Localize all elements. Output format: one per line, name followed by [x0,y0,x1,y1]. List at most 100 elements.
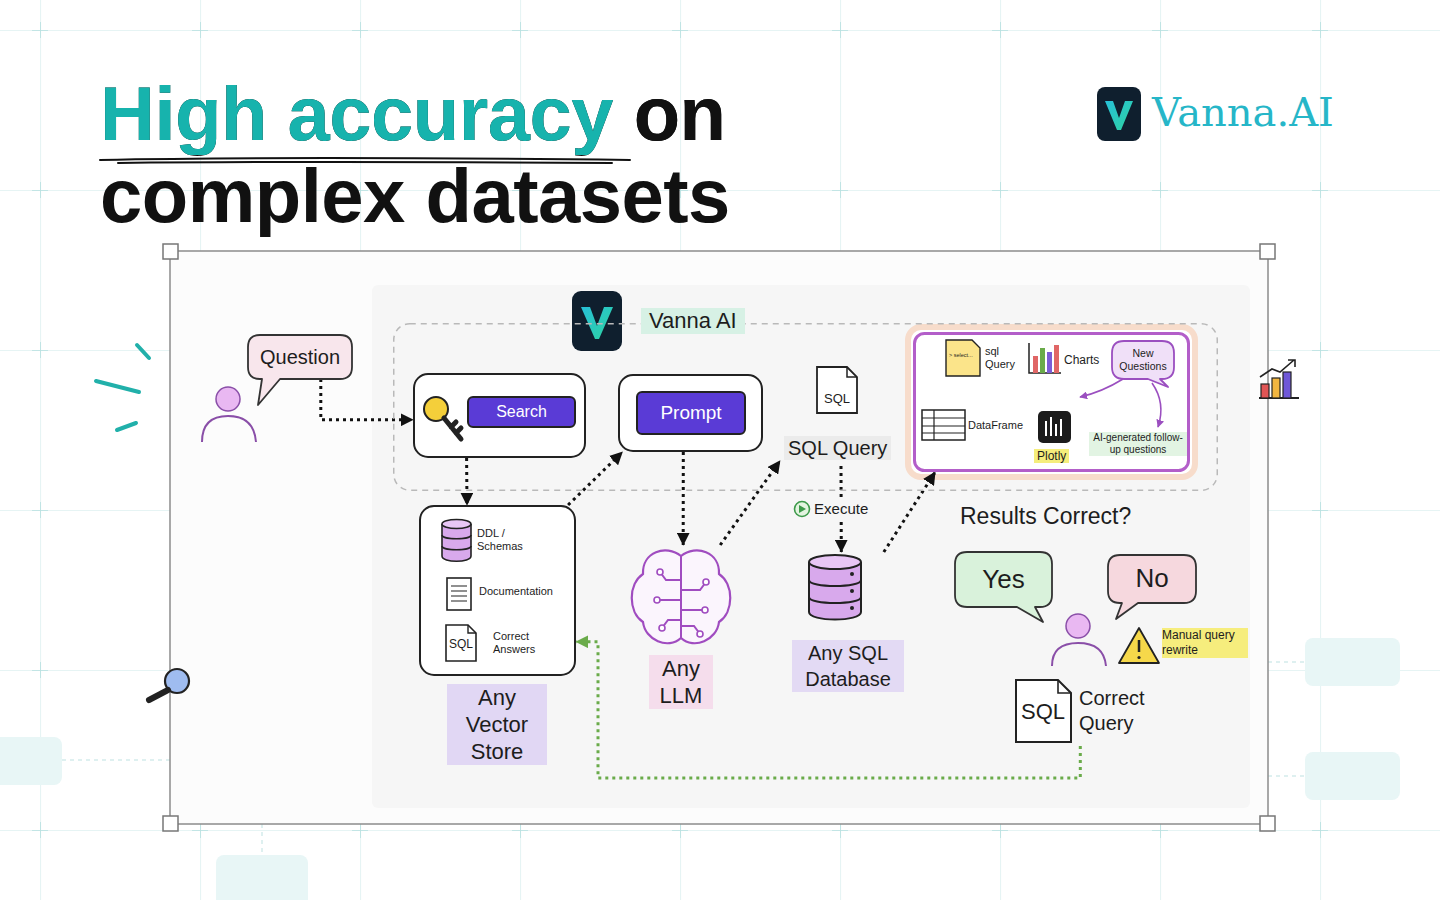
node-label: New Questions [1114,347,1172,373]
warning-icon [1138,640,1141,652]
sql-file-icon [817,367,857,413]
chart-trend [1260,360,1295,377]
canvas-frame [170,251,1268,824]
speech-bubble: Yes [955,552,1052,607]
node-heading: Any SQL Database [792,640,904,692]
magnifier-handle [149,690,168,700]
plotly-icon [1046,417,1061,436]
database-icon [809,555,861,569]
file-label: SQL [1017,699,1069,725]
brand-name: Vanna.AI [1152,88,1334,136]
frame-handle [1260,244,1275,259]
flow-arrow [720,461,780,545]
flow-arrow [568,452,622,505]
whiteboard [372,285,1250,808]
title: High accuracy on complex datasets [100,73,820,237]
speech-bubble: New Questions [1112,341,1174,379]
warning-icon [1137,656,1140,659]
play-icon [799,505,806,513]
logo-tile [572,291,622,351]
speech-bubble: Question [248,335,352,379]
person-body [202,416,256,442]
panel-glow [908,327,1195,477]
sql-file-icon [446,625,476,661]
logo-mark [1105,101,1133,130]
database-node: Any SQL Database [792,552,904,716]
accent-strokes [96,345,149,430]
node-label: Question [248,345,352,369]
flow-arrow [682,452,685,545]
brain-node [703,579,709,585]
outline [1108,555,1196,619]
frame-handle [163,816,178,831]
button-label: Search [467,396,576,428]
logo-tile [1097,87,1141,141]
flow-arrow [321,379,413,420]
flow-arrow [884,472,935,552]
note-label: Manual query rewrite [1162,628,1248,658]
key-shaft [444,418,461,439]
table-icon [922,410,965,440]
person-head [216,387,240,411]
brain-node [697,631,703,637]
chart-bar [1283,372,1291,398]
file-label: SQL [817,391,857,407]
node-heading: Any Vector Store [447,684,547,765]
brain-icon [632,550,731,643]
node-label: Plotly [1034,449,1069,463]
database-dot [850,572,854,576]
code-file-icon [946,340,980,376]
side-card [1305,638,1400,686]
sql-file-icon [468,625,476,633]
side-card [1305,752,1400,800]
node-heading: Any LLM [649,655,713,709]
node-label: Yes [955,564,1052,595]
speech-bubble: No [1108,555,1196,603]
box-fill [618,374,763,452]
node-label: sql Query [985,345,1021,371]
document-icon [447,578,471,610]
file-label: SQL [446,637,476,651]
outline [1112,341,1174,387]
chart-bar [1054,345,1059,373]
sql-file-icon [847,367,857,377]
chart-bar [1261,384,1269,398]
outline [955,552,1052,622]
node-label: Correct Query [1079,686,1159,736]
sql-file-icon [1016,680,1071,742]
output-panel: > select... sql Query ChartsDataFramePlotl… [913,332,1190,472]
brain-node [657,569,663,575]
database-dot [850,589,854,593]
chart-bar [1033,356,1038,373]
store-box: DDL / SchemasDocumentationSQLCorrect Ans… [419,505,576,676]
document-icon [451,586,467,601]
side-card [0,737,62,785]
database-icon [442,535,471,550]
node-label: Charts [1064,353,1099,367]
play-icon [795,502,810,517]
warning-icon [1119,628,1159,663]
outline [394,324,1218,491]
person-body [1052,643,1106,666]
node-label: DDL / Schemas [477,527,527,553]
brain-node [659,625,665,631]
node-label: DataFrame [968,419,1023,432]
group-title: Vanna AI [641,308,745,334]
file-node: SQL Correct Query [1015,678,1160,746]
question-label: Results Correct? [960,503,1131,531]
database-icon [442,524,471,561]
database-icon [442,520,471,529]
llm-node: Any LLM [625,545,737,717]
database-dot [850,606,854,610]
code-snippet: > select... [949,352,973,359]
outline [414,374,585,457]
frame-handle [163,244,178,259]
chart-axis [1029,343,1061,373]
frame-handle [1260,816,1275,831]
brain-node [654,597,660,603]
process-box: Prompt [618,374,763,452]
database-icon [809,580,861,603]
brain-circuit [660,556,706,638]
node-label: No [1108,563,1196,594]
outline [619,375,762,451]
